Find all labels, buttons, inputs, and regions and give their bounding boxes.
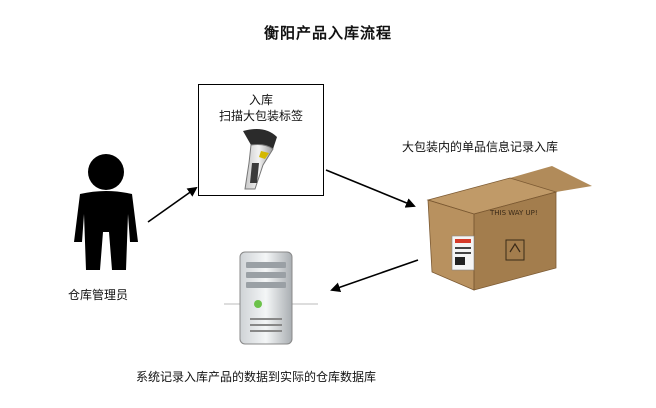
person-label: 仓库管理员	[68, 286, 128, 303]
system-caption: 系统记录入库产品的数据到实际的仓库数据库	[136, 368, 376, 385]
arrow-box-to-server	[332, 260, 418, 290]
scan-step-line1: 入库	[199, 91, 323, 108]
box-print-text: THIS WAY UP!	[489, 209, 538, 217]
diagram-title: 衡阳产品入库流程	[0, 22, 656, 43]
box-caption: 大包装内的单品信息记录入库	[402, 138, 558, 155]
arrow-person-to-scan	[148, 188, 196, 222]
arrow-scan-to-box	[326, 170, 414, 206]
scan-step-box: 入库 扫描大包装标签	[198, 84, 324, 196]
scan-step-line2: 扫描大包装标签	[199, 107, 323, 124]
barcode-scanner-icon	[235, 127, 289, 193]
